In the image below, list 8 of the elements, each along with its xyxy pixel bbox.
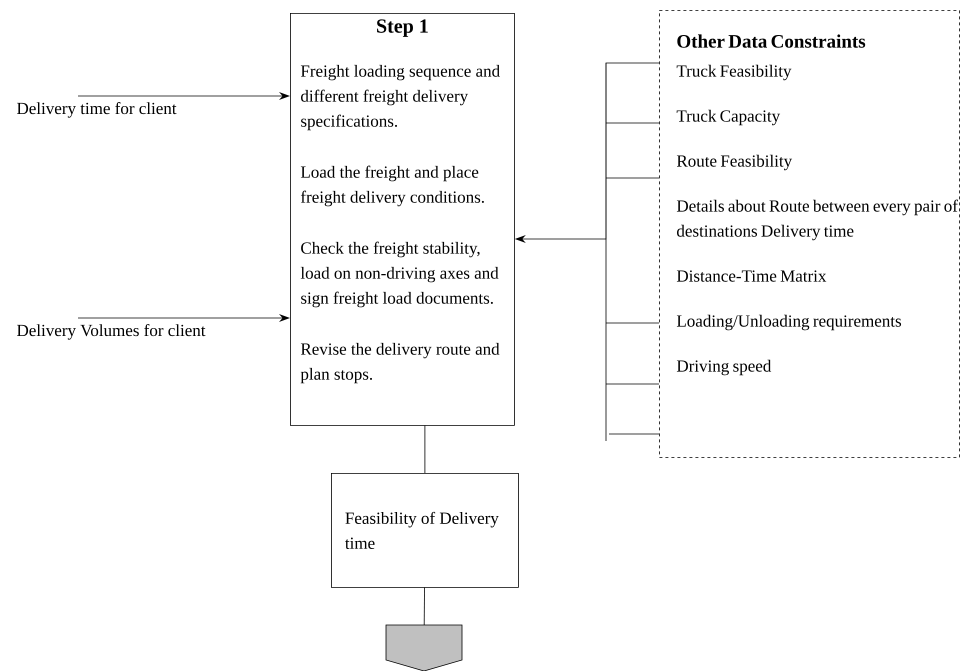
connector-line: [424, 587, 425, 626]
process-box: Step 1 Freight loading sequence and different freight delivery specifications. Load the freight and place freight delivery conditions. Check the freight stability, load on non-driving axes and sign freight load documents. Revise the delivery route and plan stops.: [290, 13, 515, 426]
connector-line: [424, 425, 426, 474]
process-box: Feasibility of Delivery time: [331, 473, 519, 588]
input-label: Delivery time for client: [17, 102, 176, 118]
constraints-box: Other Data Constraints Truck Feasibility Truck Capacity Route Feasibility Details about Route between every pair of destinations Delivery time Distance-Time Matrix Loading/Unloading requirements Driving speed: [659, 10, 960, 458]
offpage-connector: [386, 624, 462, 671]
input-label: Delivery Volumes for client: [17, 324, 206, 340]
